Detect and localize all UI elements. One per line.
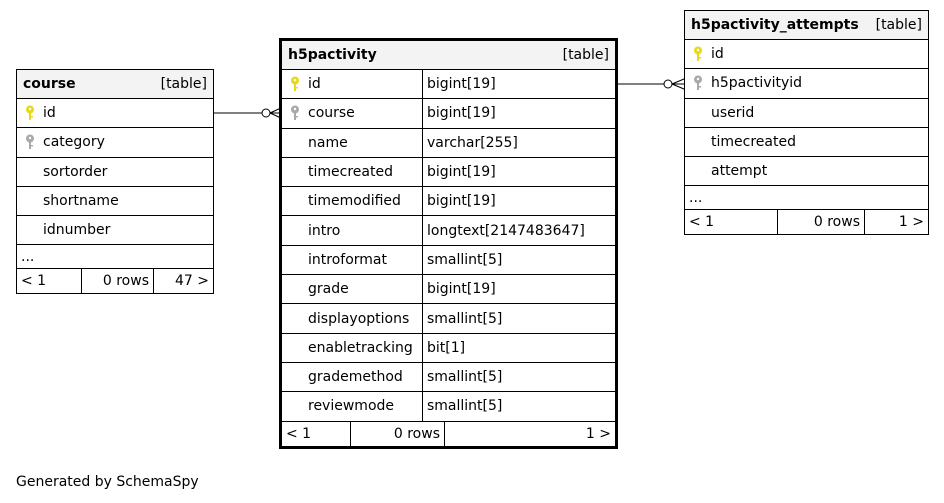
column-type: bigint[19]	[422, 99, 615, 128]
column-name: displayoptions	[308, 310, 410, 327]
table-name: h5pactivity	[288, 47, 377, 63]
table-kind: [table]	[875, 17, 922, 33]
column-type: smallint[5]	[422, 362, 615, 392]
column-type: smallint[5]	[422, 245, 615, 275]
more-columns: ...	[685, 186, 928, 211]
column-row[interactable]: category	[17, 128, 213, 158]
column-list: id category sortorder shortname idnumber	[17, 99, 213, 246]
column-name: intro	[308, 222, 341, 239]
column-row[interactable]: intro longtext[2147483647]	[282, 216, 615, 246]
relation-crowfoot-marker	[671, 78, 685, 90]
foreign-key-icon	[685, 75, 711, 91]
generated-by-label: Generated by SchemaSpy	[16, 474, 199, 490]
table-kind: [table]	[160, 76, 207, 92]
column-type: bigint[19]	[422, 275, 615, 304]
column-name: timecreated	[308, 164, 393, 181]
primary-key-icon	[17, 105, 43, 121]
column-row[interactable]: h5pactivityid	[685, 69, 928, 99]
foreign-key-icon	[282, 105, 308, 121]
column-type: bigint[19]	[422, 187, 615, 216]
column-row[interactable]: course bigint[19]	[282, 99, 615, 129]
column-name: h5pactivityid	[711, 75, 803, 92]
column-row[interactable]: displayoptions smallint[5]	[282, 304, 615, 334]
column-list: id h5pactivityid userid timecreated attempt	[685, 40, 928, 187]
column-list: id bigint[19] course bigint[19] name varchar[…	[282, 70, 615, 422]
prev-link[interactable]: < 1	[17, 269, 82, 294]
table-header[interactable]: h5pactivity [table]	[282, 41, 615, 70]
table-h5pactivity[interactable]: h5pactivity [table] id bigint[19] course bi…	[279, 38, 618, 449]
column-row[interactable]: id bigint[19]	[282, 70, 615, 100]
relation-optional-marker	[261, 108, 271, 118]
table-name: course	[23, 76, 76, 92]
column-row[interactable]: userid	[685, 99, 928, 128]
next-link[interactable]: 1 >	[898, 214, 924, 231]
column-row[interactable]: name varchar[255]	[282, 128, 615, 158]
column-name: introformat	[308, 251, 387, 268]
column-name: timemodified	[308, 193, 401, 210]
row-count: 0 rows	[778, 210, 865, 235]
column-type: bigint[19]	[422, 157, 615, 187]
column-name: id	[43, 105, 56, 122]
column-type: bit[1]	[422, 333, 615, 362]
table-header[interactable]: course [table]	[17, 70, 213, 99]
more-columns: ...	[17, 245, 213, 270]
row-count: 0 rows	[351, 421, 445, 446]
column-row[interactable]: grademethod smallint[5]	[282, 362, 615, 393]
column-row[interactable]: id	[17, 99, 213, 129]
column-name: grademethod	[308, 369, 403, 386]
column-type: longtext[2147483647]	[422, 216, 615, 245]
column-name: idnumber	[43, 222, 111, 239]
column-name: category	[43, 134, 105, 151]
column-row[interactable]: grade bigint[19]	[282, 275, 615, 305]
column-row[interactable]: id	[685, 40, 928, 70]
table-course[interactable]: course [table] id category sortorder shortn…	[16, 69, 214, 295]
column-name: grade	[308, 281, 349, 298]
table-h5pactivity-attempts[interactable]: h5pactivity_attempts [table] id h5pactivi…	[684, 10, 929, 236]
row-count: 0 rows	[82, 269, 154, 294]
column-name: timecreated	[711, 134, 796, 151]
column-row[interactable]: idnumber	[17, 216, 213, 246]
table-name: h5pactivity_attempts	[691, 17, 859, 33]
column-type: smallint[5]	[422, 392, 615, 421]
prev-link[interactable]: < 1	[282, 421, 351, 446]
foreign-key-icon	[17, 134, 43, 150]
column-row[interactable]: enabletracking bit[1]	[282, 333, 615, 363]
column-row[interactable]: timecreated bigint[19]	[282, 157, 615, 188]
table-footer: < 1 0 rows 1 >	[282, 421, 615, 446]
table-kind: [table]	[562, 47, 609, 63]
column-name: id	[711, 46, 724, 63]
column-row[interactable]: sortorder	[17, 158, 213, 187]
next-link[interactable]: 47 >	[175, 273, 209, 290]
prev-link[interactable]: < 1	[685, 210, 778, 235]
column-row[interactable]: introformat smallint[5]	[282, 245, 615, 276]
table-footer: < 1 0 rows 1 >	[685, 210, 928, 235]
column-name: attempt	[711, 163, 768, 180]
column-row[interactable]: timemodified bigint[19]	[282, 187, 615, 217]
column-name: course	[308, 105, 355, 122]
table-footer: < 1 0 rows 47 >	[17, 269, 213, 294]
column-name: shortname	[43, 193, 119, 210]
table-header[interactable]: h5pactivity_attempts [table]	[685, 11, 928, 40]
column-name: enabletracking	[308, 339, 413, 356]
column-name: sortorder	[43, 163, 108, 180]
column-row[interactable]: timecreated	[685, 128, 928, 158]
relation-optional-marker	[663, 79, 673, 89]
column-name: id	[308, 76, 321, 93]
column-name: userid	[711, 104, 755, 121]
next-link[interactable]: 1 >	[585, 425, 611, 442]
column-row[interactable]: attempt	[685, 157, 928, 187]
column-type: varchar[255]	[422, 128, 615, 157]
column-type: smallint[5]	[422, 304, 615, 333]
column-name: reviewmode	[308, 398, 395, 415]
column-name: name	[308, 134, 348, 151]
column-row[interactable]: reviewmode smallint[5]	[282, 392, 615, 422]
primary-key-icon	[685, 46, 711, 62]
column-row[interactable]: shortname	[17, 187, 213, 217]
primary-key-icon	[282, 76, 308, 92]
column-type: bigint[19]	[422, 70, 615, 99]
